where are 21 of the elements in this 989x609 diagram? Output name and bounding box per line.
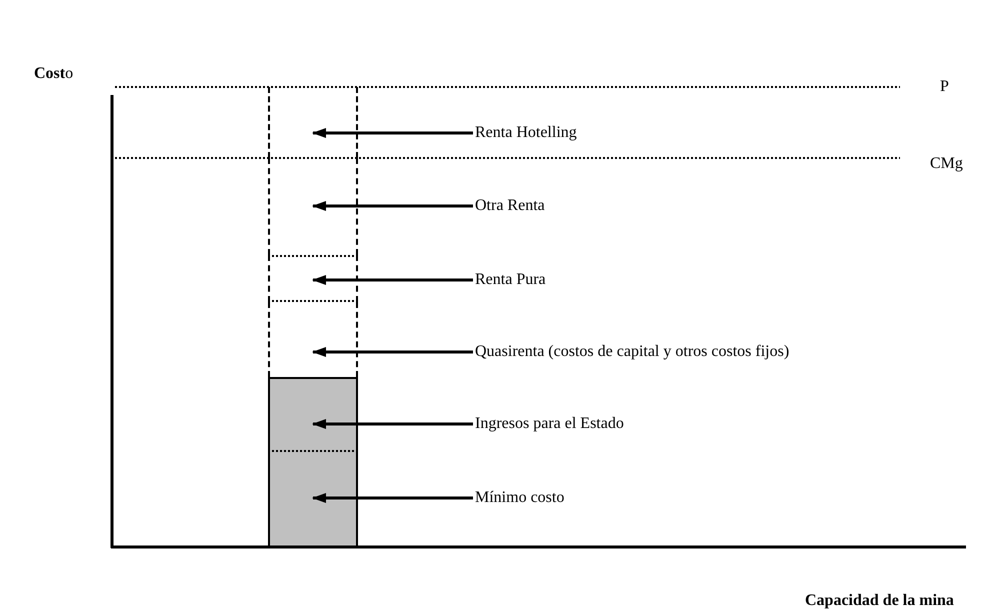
line-label: CMg — [930, 155, 963, 173]
arrow — [312, 419, 473, 429]
line-label: P — [940, 78, 949, 96]
arrow — [312, 275, 473, 285]
arrow — [312, 347, 473, 357]
rent-label: Mínimo costo — [475, 489, 564, 507]
rent-label: Quasirenta (costos de capital y otros costos fijos) — [475, 343, 790, 361]
arrow — [312, 493, 473, 503]
rent-label: Otra Renta — [475, 197, 545, 215]
bar-segment — [268, 255, 358, 302]
rent-label: Renta Pura — [475, 271, 546, 289]
axis-label: Costo — [34, 65, 74, 83]
arrow — [312, 128, 473, 138]
arrow — [312, 201, 473, 211]
bar-segment — [268, 158, 358, 255]
rent-label: Ingresos para el Estado — [475, 415, 624, 433]
bar-segment — [268, 377, 358, 450]
bar-segment — [268, 87, 358, 158]
axis-label: Capacidad de la mina — [805, 592, 954, 609]
rent-label: Renta Hotelling — [475, 124, 577, 142]
bar-segment — [268, 450, 358, 547]
